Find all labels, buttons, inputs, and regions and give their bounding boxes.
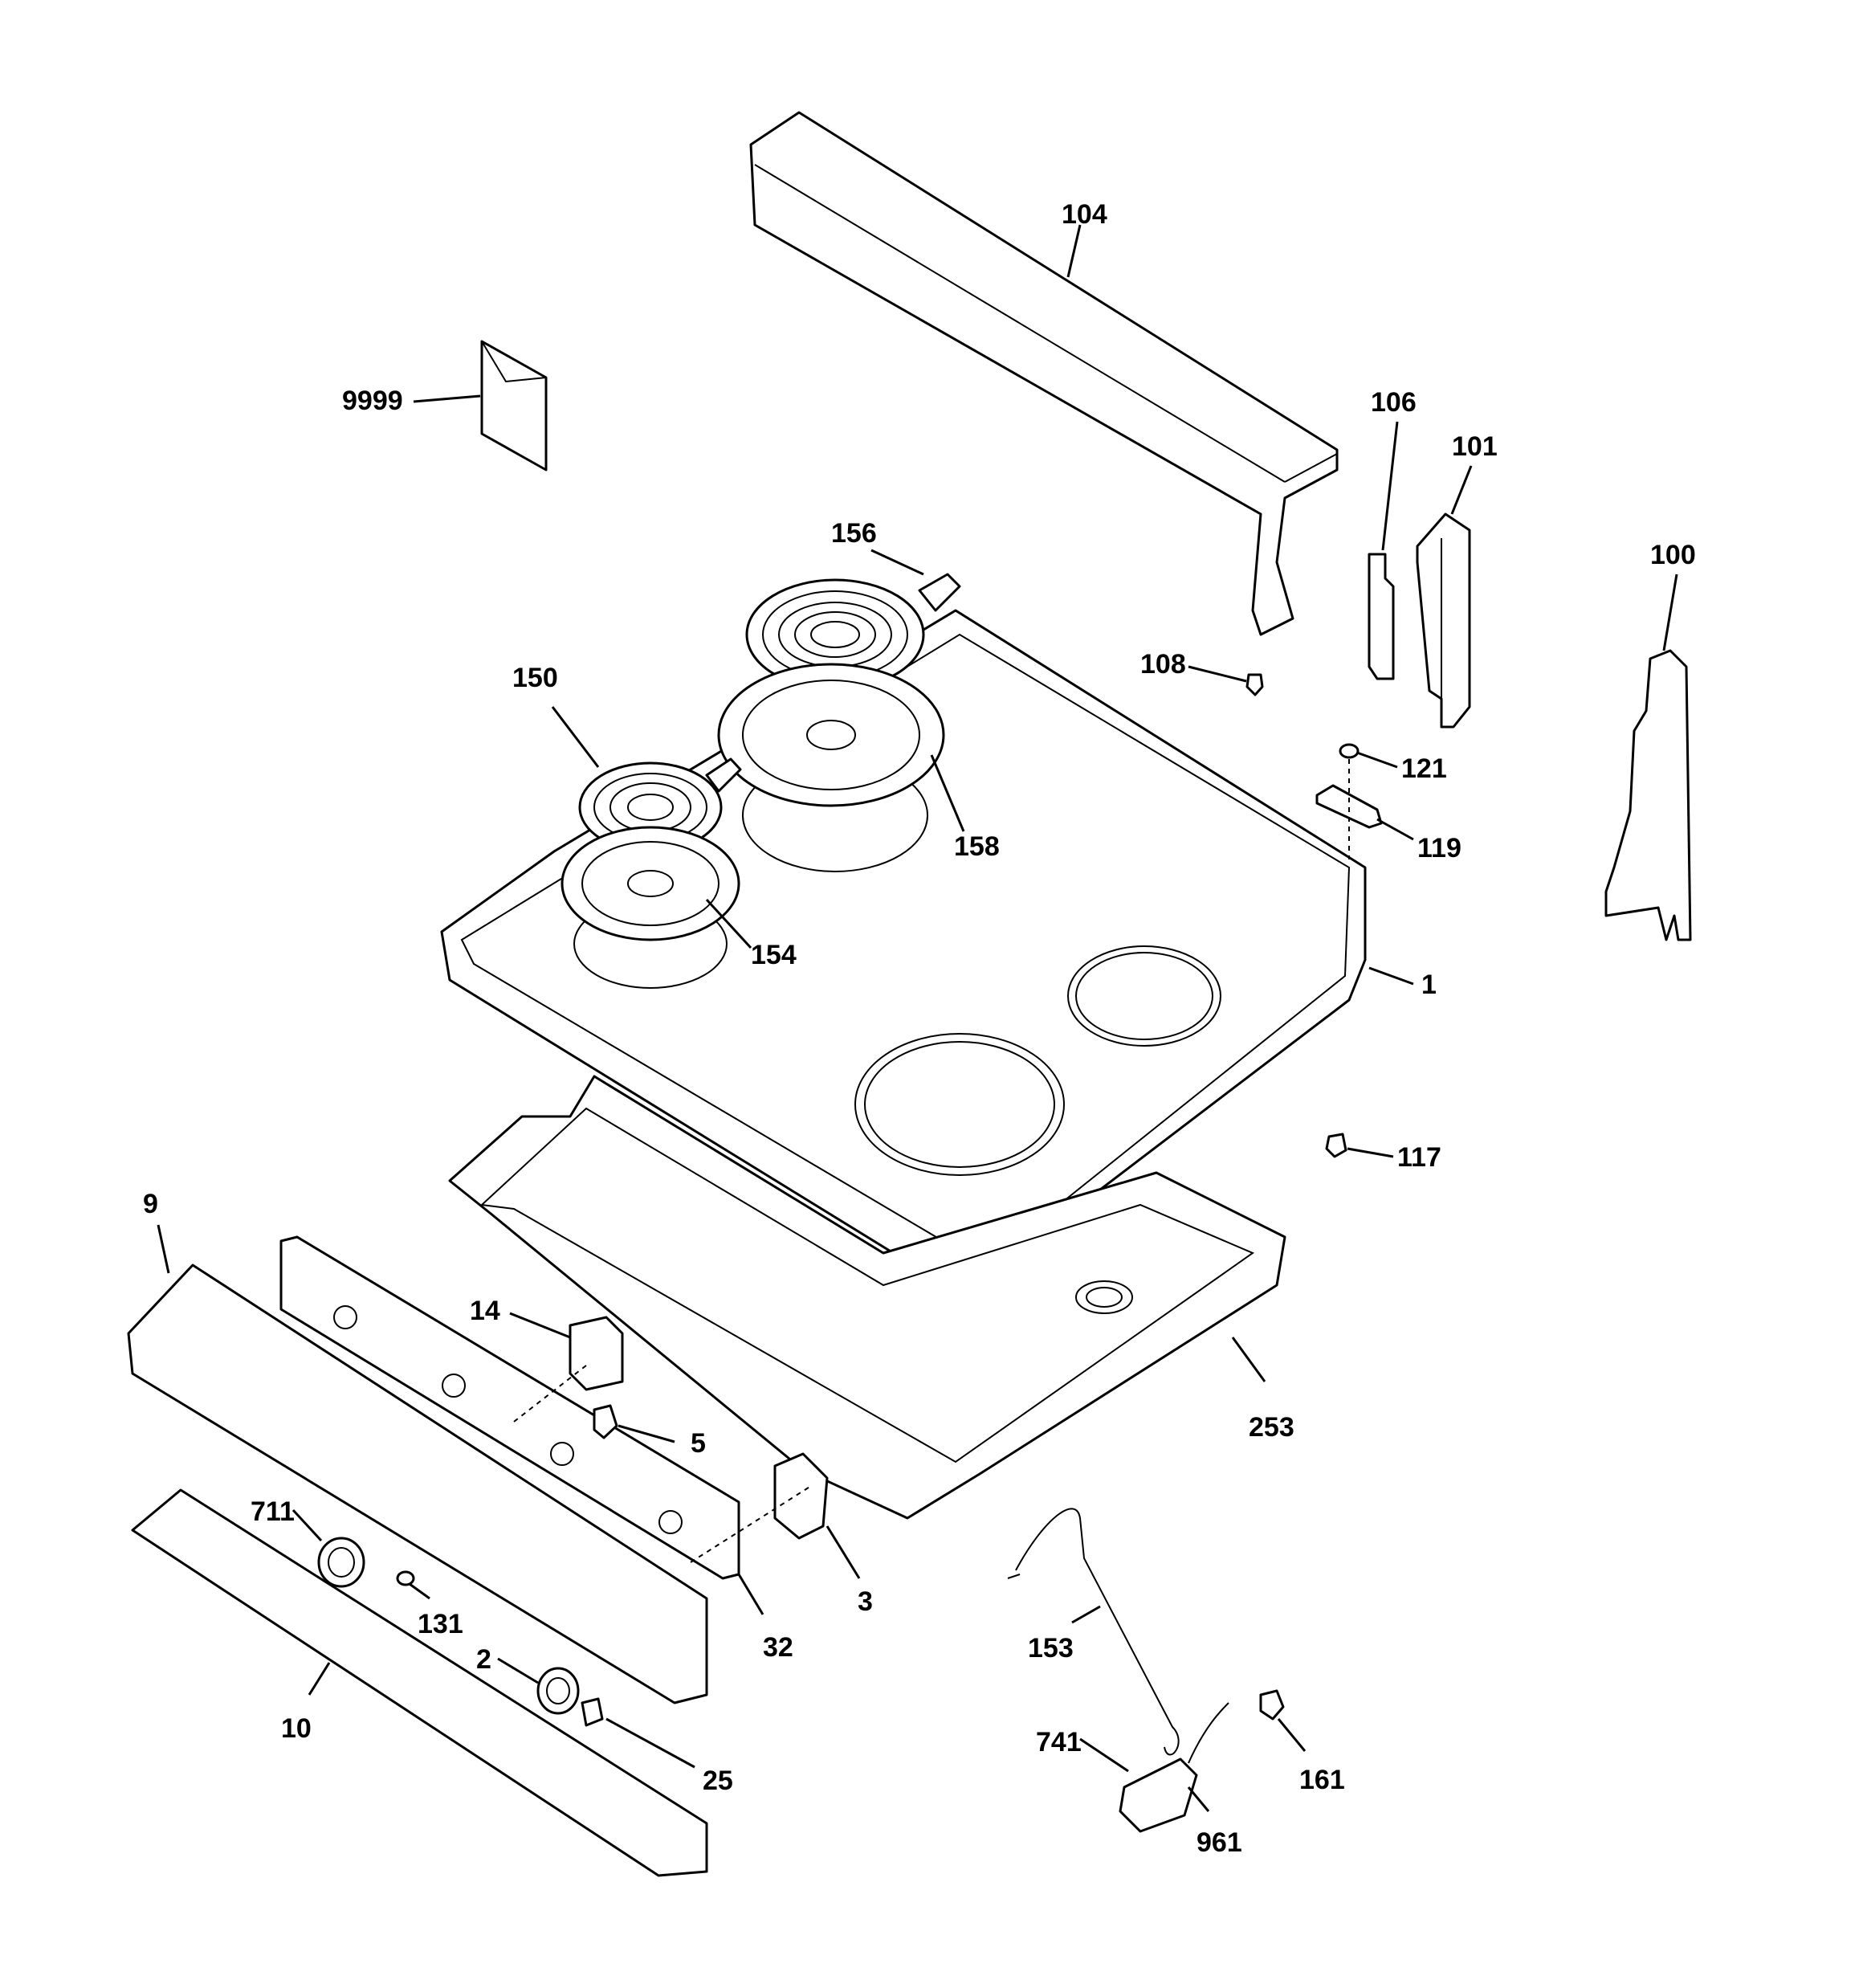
nut-117 <box>1325 1133 1347 1158</box>
literature-envelope <box>480 340 548 471</box>
control-panel-9 <box>127 1263 708 1704</box>
callout-253: 253 <box>1249 1412 1294 1443</box>
callout-161: 161 <box>1299 1765 1345 1795</box>
callout-156: 156 <box>831 518 877 549</box>
callout-32: 32 <box>763 1632 793 1663</box>
callout-25: 25 <box>703 1766 733 1796</box>
small-drip-pan <box>561 826 740 941</box>
leader-lines <box>157 224 1678 1812</box>
large-drip-pan <box>717 663 945 807</box>
clip-161 <box>1259 1689 1285 1721</box>
callout-158: 158 <box>954 831 1000 862</box>
callout-9999: 9999 <box>342 386 403 416</box>
screw-108 <box>1245 673 1264 696</box>
callout-5: 5 <box>691 1428 706 1459</box>
backsplash-part <box>749 111 1339 636</box>
callout-108: 108 <box>1140 649 1186 680</box>
callout-150: 150 <box>512 663 558 693</box>
knob-711 <box>317 1537 365 1588</box>
side-bracket-106 <box>1368 553 1395 680</box>
callout-1: 1 <box>1421 970 1437 1000</box>
callout-117: 117 <box>1397 1142 1441 1173</box>
side-bracket-101 <box>1416 512 1471 729</box>
small-surface-unit <box>578 757 742 853</box>
callout-961: 961 <box>1196 1827 1242 1858</box>
callout-131: 131 <box>418 1609 463 1639</box>
infinite-switch-14 <box>569 1316 624 1391</box>
assembly-line <box>690 1485 812 1563</box>
callout-711: 711 <box>251 1496 295 1527</box>
callout-9: 9 <box>143 1189 158 1219</box>
callout-104: 104 <box>1062 199 1107 230</box>
wire-harness-153 <box>1007 1508 1180 1756</box>
receptacle-741 <box>1119 1702 1229 1833</box>
callout-153: 153 <box>1028 1633 1074 1663</box>
callout-14: 14 <box>470 1296 500 1326</box>
callout-3: 3 <box>858 1586 873 1617</box>
callout-741: 741 <box>1036 1727 1082 1757</box>
screw-131 <box>396 1570 415 1586</box>
switch-5 <box>593 1404 618 1439</box>
callout-100: 100 <box>1650 540 1696 570</box>
large-surface-unit <box>745 573 961 691</box>
knob-2 <box>536 1667 580 1715</box>
callout-121: 121 <box>1401 753 1447 784</box>
control-glass-10 <box>131 1488 708 1877</box>
end-cap-100 <box>1604 649 1692 941</box>
callout-101: 101 <box>1452 431 1498 462</box>
callout-106: 106 <box>1371 387 1417 418</box>
clip-119 <box>1315 784 1383 829</box>
callout-2: 2 <box>476 1644 491 1675</box>
infinite-switch-3 <box>773 1452 829 1540</box>
callout-154: 154 <box>751 940 797 970</box>
indicator-light-25 <box>581 1697 604 1727</box>
callout-119: 119 <box>1417 833 1461 863</box>
screw-121 <box>1339 743 1360 759</box>
callout-10: 10 <box>281 1713 312 1744</box>
